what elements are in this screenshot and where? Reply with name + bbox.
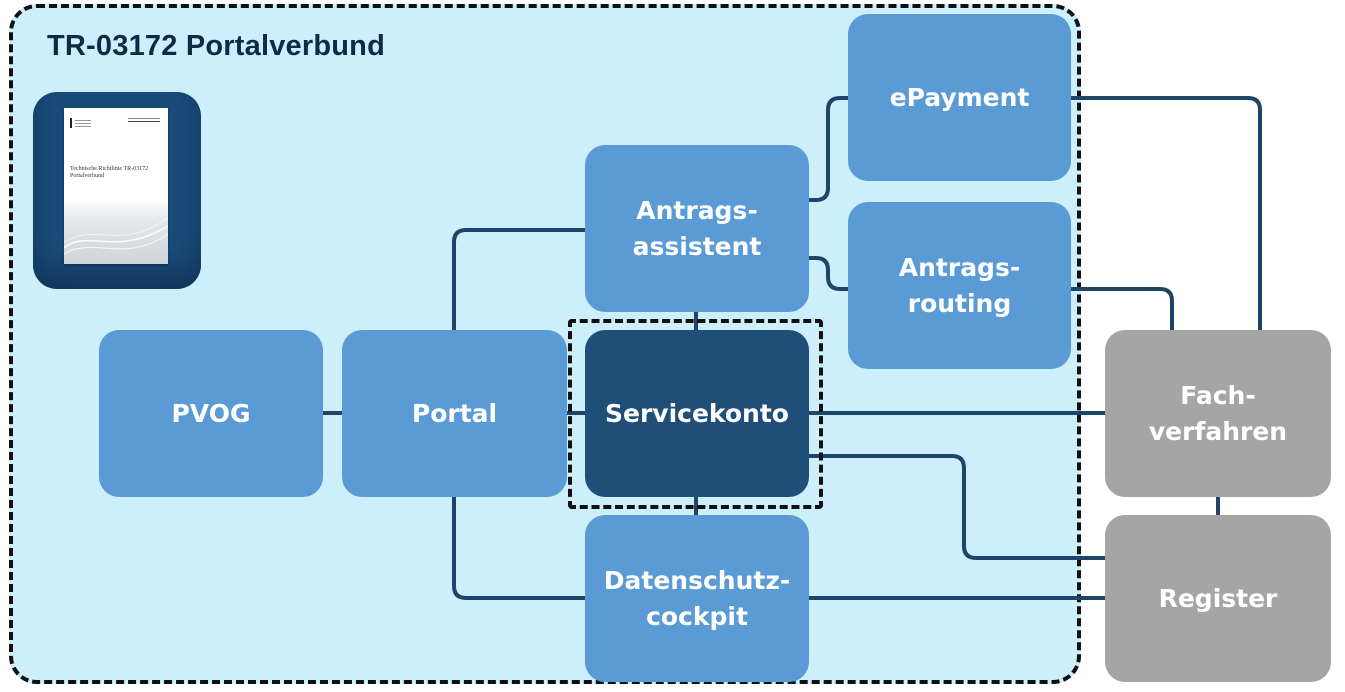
node-pvog[interactable]: PVOG [99, 330, 323, 497]
digital-brand-mark-icon [128, 118, 160, 119]
document-title: Technische Richtlinie TR-03172 Portalver… [70, 166, 164, 180]
node-antragsrouting[interactable]: Antrags- routing [848, 202, 1071, 369]
document-title-line-2: Portalverbund [70, 173, 104, 179]
connector-antragsrouting-fachverfahren [1069, 287, 1174, 332]
node-portal[interactable]: Portal [342, 330, 567, 497]
servicekonto-highlight-frame [568, 319, 823, 509]
federal-eagle-logo-icon [70, 118, 96, 128]
document-page-icon: Technische Richtlinie TR-03172 Portalver… [64, 108, 168, 264]
connector-epayment-fachverfahren [1069, 96, 1262, 332]
node-antragsassistent[interactable]: Antrags- assistent [585, 145, 809, 312]
node-fachverfahren[interactable]: Fach- verfahren [1105, 330, 1331, 497]
node-servicekonto[interactable]: Servicekonto [585, 330, 809, 497]
swirl-graphic-icon [64, 217, 168, 255]
node-epayment[interactable]: ePayment [848, 14, 1071, 181]
node-datenschutzcockpit[interactable]: Datenschutz- cockpit [585, 515, 809, 682]
node-register[interactable]: Register [1105, 515, 1331, 682]
portalverbund-title: TR-03172 Portalverbund [47, 30, 385, 62]
document-title-line-1: Technische Richtlinie TR-03172 [70, 166, 149, 172]
